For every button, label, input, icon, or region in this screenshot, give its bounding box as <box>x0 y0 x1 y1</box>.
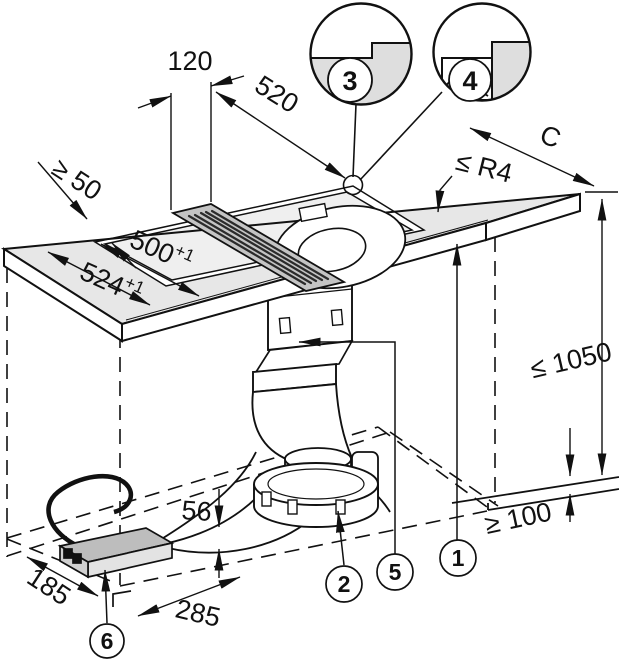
power-supply-box <box>57 527 175 607</box>
blower-unit <box>253 447 379 528</box>
blower-clip-2 <box>287 499 298 515</box>
terminal-1 <box>63 548 73 559</box>
dim-285-line <box>137 576 241 617</box>
plinth-lines <box>451 476 619 511</box>
cabinet-floor-back-edge-2 <box>6 431 391 557</box>
callout-2 <box>325 565 363 603</box>
dim-label-185: 185 <box>22 562 76 612</box>
dim-label-c: C <box>536 119 565 154</box>
dim-50-arrow-1 <box>37 161 88 220</box>
callout-6-leader <box>101 569 111 624</box>
callout-5 <box>376 553 414 591</box>
detail-4-circle <box>432 2 532 102</box>
callout-4 <box>448 58 492 102</box>
callout-2-leader <box>336 510 345 566</box>
grille-slat <box>193 213 313 285</box>
dim-label-120: 120 <box>167 46 212 76</box>
callout-3-number: 3 <box>342 66 357 96</box>
callout-6 <box>89 623 125 659</box>
callout-5-leader <box>298 337 396 554</box>
callout-bubbles: 1 2 5 6 <box>89 539 477 659</box>
worktop-end-face <box>485 192 581 242</box>
corner-mark <box>112 590 132 607</box>
dimension-lines <box>26 75 618 617</box>
dim-185-line <box>26 556 99 597</box>
callout-1 <box>439 539 477 577</box>
callout-5-number: 5 <box>389 559 402 585</box>
dim-label-50: ≥ 50 <box>47 153 107 207</box>
grille-slat <box>204 210 324 282</box>
plinth-top-edge <box>451 476 619 504</box>
grille-slat <box>210 209 330 281</box>
callout-1-number: 1 <box>452 545 465 571</box>
corner-marker-circle <box>342 174 364 196</box>
detail-3: 3 <box>309 2 413 178</box>
funnel-tab <box>298 202 328 223</box>
cabinet-floor-right-edge-2 <box>389 431 499 507</box>
detail-3-leader <box>352 103 357 178</box>
blower-body-inner <box>267 468 365 500</box>
dim-120-arrow-right <box>210 75 245 87</box>
underbody-clip-1 <box>278 316 292 335</box>
underbody-clip-2 <box>330 308 344 327</box>
dim-c-line <box>469 127 595 187</box>
grille-slat <box>199 211 318 283</box>
dim-label-r4: ≤ R4 <box>453 146 515 189</box>
power-cable <box>46 473 134 549</box>
grille-slats <box>187 209 330 286</box>
callout-6-number: 6 <box>101 628 114 654</box>
callout-4-number: 4 <box>462 66 477 96</box>
duct-assembly <box>251 277 379 528</box>
callout-leaders <box>101 243 462 624</box>
detail-3-circle <box>309 2 413 106</box>
callout-3 <box>327 57 373 103</box>
dim-label-285: 285 <box>173 594 224 633</box>
duct-curve <box>251 382 354 459</box>
dim-520-line <box>215 91 346 179</box>
blower-clip-1 <box>261 491 272 507</box>
dim-524-line <box>47 251 151 306</box>
floor-edge <box>487 488 619 511</box>
blower-body-top <box>253 462 379 506</box>
cabinet-floor-front-edge <box>119 510 488 587</box>
dim-120-arrow-left <box>137 95 172 109</box>
detail-4-leader <box>359 91 443 181</box>
terminal-2 <box>72 553 82 564</box>
grille-slat <box>187 214 307 286</box>
dim-r4-leader <box>435 175 453 213</box>
dim-label-520: 520 <box>250 70 304 119</box>
cooktop-unit <box>170 202 407 292</box>
dim-label-56: 56 <box>181 495 213 527</box>
cable-to-blower <box>167 519 311 554</box>
callout-2-number: 2 <box>338 571 351 597</box>
